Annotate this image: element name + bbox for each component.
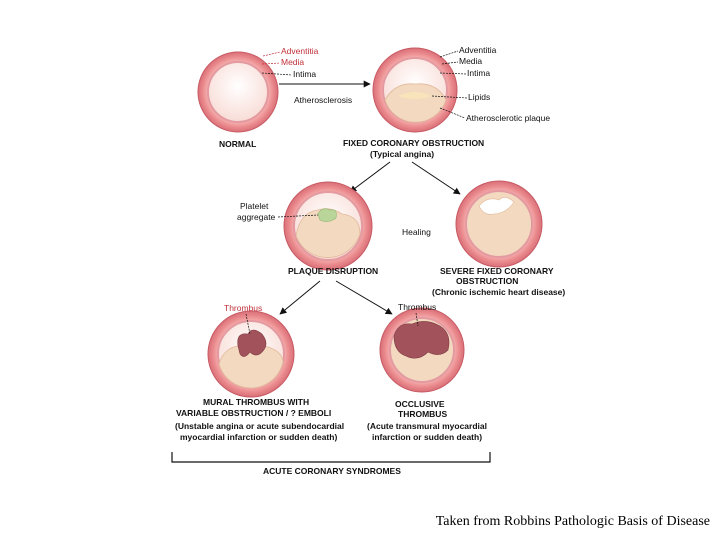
severe-title-line1: SEVERE FIXED CORONARY xyxy=(440,266,554,276)
to-occlusive-arrow xyxy=(335,280,393,315)
occlusive-title-line1: OCCLUSIVE xyxy=(395,399,445,409)
normal-adventitia-leader xyxy=(262,51,281,57)
mural-desc-line1: (Unstable angina or acute subendocardial xyxy=(175,421,344,431)
normal-intima-label: Intima xyxy=(293,69,316,79)
fixed-obstruction-vessel xyxy=(372,47,458,133)
to-severe-arrow xyxy=(411,161,461,195)
platelet-leader xyxy=(277,214,319,218)
occlusive-title-line2: THROMBUS xyxy=(398,409,447,419)
severe-subtitle: (Chronic ischemic heart disease) xyxy=(432,287,565,297)
plaque-leader xyxy=(439,107,466,119)
thrombus-right-label: Thrombus xyxy=(398,302,436,312)
severe-title-line2: OBSTRUCTION xyxy=(456,276,518,286)
figure-caption: Taken from Robbins Pathologic Basis of D… xyxy=(435,514,710,529)
fixed-title: FIXED CORONARY OBSTRUCTION xyxy=(343,138,484,148)
mural-title-line2: VARIABLE OBSTRUCTION / ? EMBOLI xyxy=(176,408,331,418)
fixed-intima-label: Intima xyxy=(467,68,490,78)
to-mural-arrow xyxy=(279,280,321,315)
occlusive-thrombus-vessel xyxy=(379,307,465,393)
mural-desc-line2: myocardial infarction or sudden death) xyxy=(180,432,337,442)
occlusive-desc-line1: (Acute transmural myocardial xyxy=(367,421,487,431)
normal-intima-leader xyxy=(261,72,293,76)
mural-thrombus-vessel xyxy=(207,310,295,398)
occlusive-desc-line2: infarction or sudden death) xyxy=(372,432,482,442)
fixed-media-label: Media xyxy=(459,56,482,66)
fixed-adventitia-label: Adventitia xyxy=(459,45,497,55)
normal-title: NORMAL xyxy=(219,139,256,149)
disruption-title: PLAQUE DISRUPTION xyxy=(288,266,378,276)
thrombus-right-leader xyxy=(415,312,419,327)
fixed-intima-leader xyxy=(439,72,467,75)
thrombus-left-label: Thrombus xyxy=(224,303,262,313)
plaque-disruption-vessel xyxy=(283,181,373,271)
normal-vessel xyxy=(197,51,279,133)
healing-label: Healing xyxy=(402,227,431,237)
normal-adventitia-label: Adventitia xyxy=(281,46,319,56)
atherosclerosis-label: Atherosclerosis xyxy=(294,95,352,105)
fixed-subtitle: (Typical angina) xyxy=(370,149,434,159)
mural-title-line1: MURAL THROMBUS WITH xyxy=(203,397,309,407)
normal-media-label: Media xyxy=(281,57,304,67)
syndromes-label: ACUTE CORONARY SYNDROMES xyxy=(263,466,401,476)
thrombus-left-leader xyxy=(245,313,251,335)
severe-fixed-vessel xyxy=(455,180,543,268)
platelet-label-line1: Platelet xyxy=(240,201,269,211)
normal-media-leader xyxy=(261,62,281,65)
syndromes-bracket xyxy=(171,452,491,463)
lipids-label: Lipids xyxy=(468,92,490,102)
plaque-label: Atherosclerotic plaque xyxy=(466,113,550,123)
to-disruption-arrow xyxy=(349,161,391,193)
fixed-adventitia-leader xyxy=(439,50,459,58)
platelet-label-line2: aggregate xyxy=(237,212,276,222)
fixed-media-leader xyxy=(441,61,459,65)
